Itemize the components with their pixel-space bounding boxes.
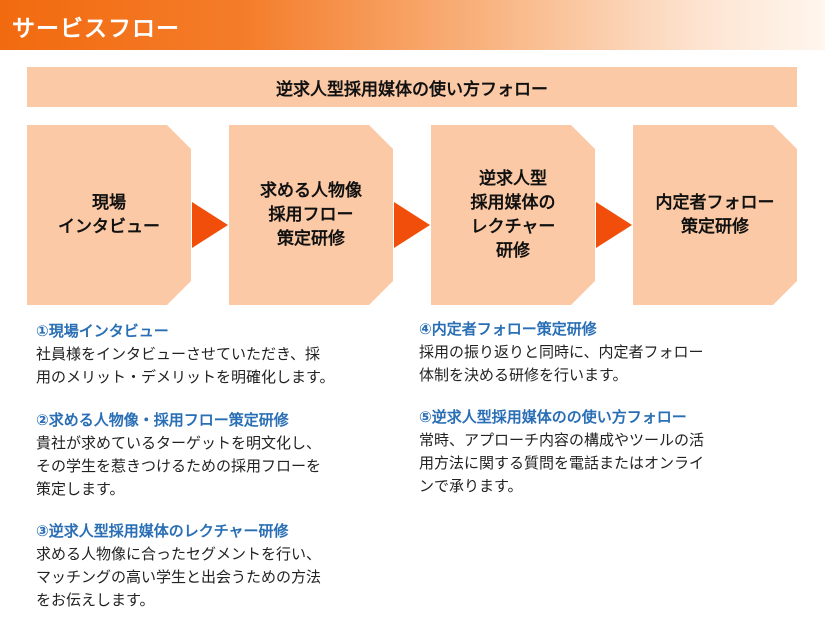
description-interview: ①現場インタビュー 社員様をインタビューさせていただき、採 用のメリット・デメリ… [36, 320, 335, 389]
description-usage: ⑤逆求人型採用媒体のの使い方フォロー 常時、アプローチ内容の構成やツールの活 用… [419, 406, 704, 498]
description-line: 常時、アプローチ内容の構成やツールの活 [419, 431, 705, 449]
step-box-shape [431, 125, 595, 305]
step-label-line: 求める人物像 [260, 181, 362, 201]
step-label-line: レクチャー [470, 217, 556, 237]
step-label: 逆求人型 採用媒体の レクチャー 研修 [431, 125, 595, 305]
flow-banner: 逆求人型採用媒体の使い方フォロー [27, 67, 797, 107]
step-label-line: 研修 [496, 241, 530, 261]
description-line: マッチングの高い学生と出会うための方法 [36, 568, 322, 586]
step-label-line: 内定者フォロー [655, 193, 775, 213]
flow-arrow-right-icon [394, 202, 430, 248]
flow-step-interview: 現場 インタビュー [27, 125, 191, 305]
step-label-line: 採用媒体の [470, 193, 556, 213]
description-line: 採用の振り返りと同時に、内定者フォロー [419, 343, 704, 361]
description-lecture: ③逆求人型採用媒体のレクチャー研修 求める人物像に合ったセグメントを行い、 マッ… [36, 520, 321, 612]
step-label-line: インタビュー [58, 217, 160, 237]
page-title: サービスフロー [12, 16, 180, 42]
description-line: 策定します。 [36, 480, 125, 498]
description-line: 社員様をインタビューさせていただき、採 [36, 345, 320, 363]
flow-step-persona: 求める人物像 採用フロー 策定研修 [229, 125, 393, 305]
step-label-line: 策定研修 [681, 217, 749, 237]
header-bar: サービスフロー [0, 0, 825, 50]
description-line: をお伝えします。 [36, 591, 155, 609]
flow-arrow-right-icon [596, 202, 632, 248]
step-label-line: 採用フロー [268, 205, 354, 225]
step-label: 求める人物像 採用フロー 策定研修 [229, 125, 393, 305]
description-title: ①現場インタビュー [36, 322, 169, 340]
description-line: 貴社が求めているターゲットを明文化し、 [36, 434, 322, 452]
description-line: 求める人物像に合ったセグメントを行い、 [36, 545, 322, 563]
description-persona: ②求める人物像・採用フロー策定研修 貴社が求めているターゲットを明文化し、 その… [36, 409, 321, 501]
description-line: 体制を決める研修を行います。 [419, 366, 628, 384]
step-label-line: 策定研修 [277, 229, 345, 249]
flow-arrow-right-icon [192, 202, 228, 248]
description-line: ンで承ります。 [419, 477, 523, 495]
description-followup: ④内定者フォロー策定研修 採用の振り返りと同時に、内定者フォロー 体制を決める研… [419, 318, 704, 387]
step-label: 現場 インタビュー [27, 125, 191, 305]
description-title: ③逆求人型採用媒体のレクチャー研修 [36, 522, 289, 540]
description-line: 用方法に関する質問を電話またはオンライ [419, 454, 705, 472]
step-label: 内定者フォロー 策定研修 [633, 125, 797, 305]
flow-step-followup: 内定者フォロー 策定研修 [633, 125, 797, 305]
description-line: 用のメリット・デメリットを明確化します。 [36, 368, 335, 386]
description-title: ④内定者フォロー策定研修 [419, 320, 597, 338]
description-title: ②求める人物像・採用フロー策定研修 [36, 411, 289, 429]
flow-step-lecture: 逆求人型 採用媒体の レクチャー 研修 [431, 125, 595, 305]
step-box-shape [633, 125, 797, 305]
step-label-line: 逆求人型 [479, 169, 547, 189]
description-title: ⑤逆求人型採用媒体のの使い方フォロー [419, 408, 687, 426]
step-box-shape [27, 125, 191, 305]
step-box-shape [229, 125, 393, 305]
step-label-line: 現場 [92, 193, 126, 213]
description-line: その学生を惹きつけるための採用フローを [36, 457, 322, 475]
